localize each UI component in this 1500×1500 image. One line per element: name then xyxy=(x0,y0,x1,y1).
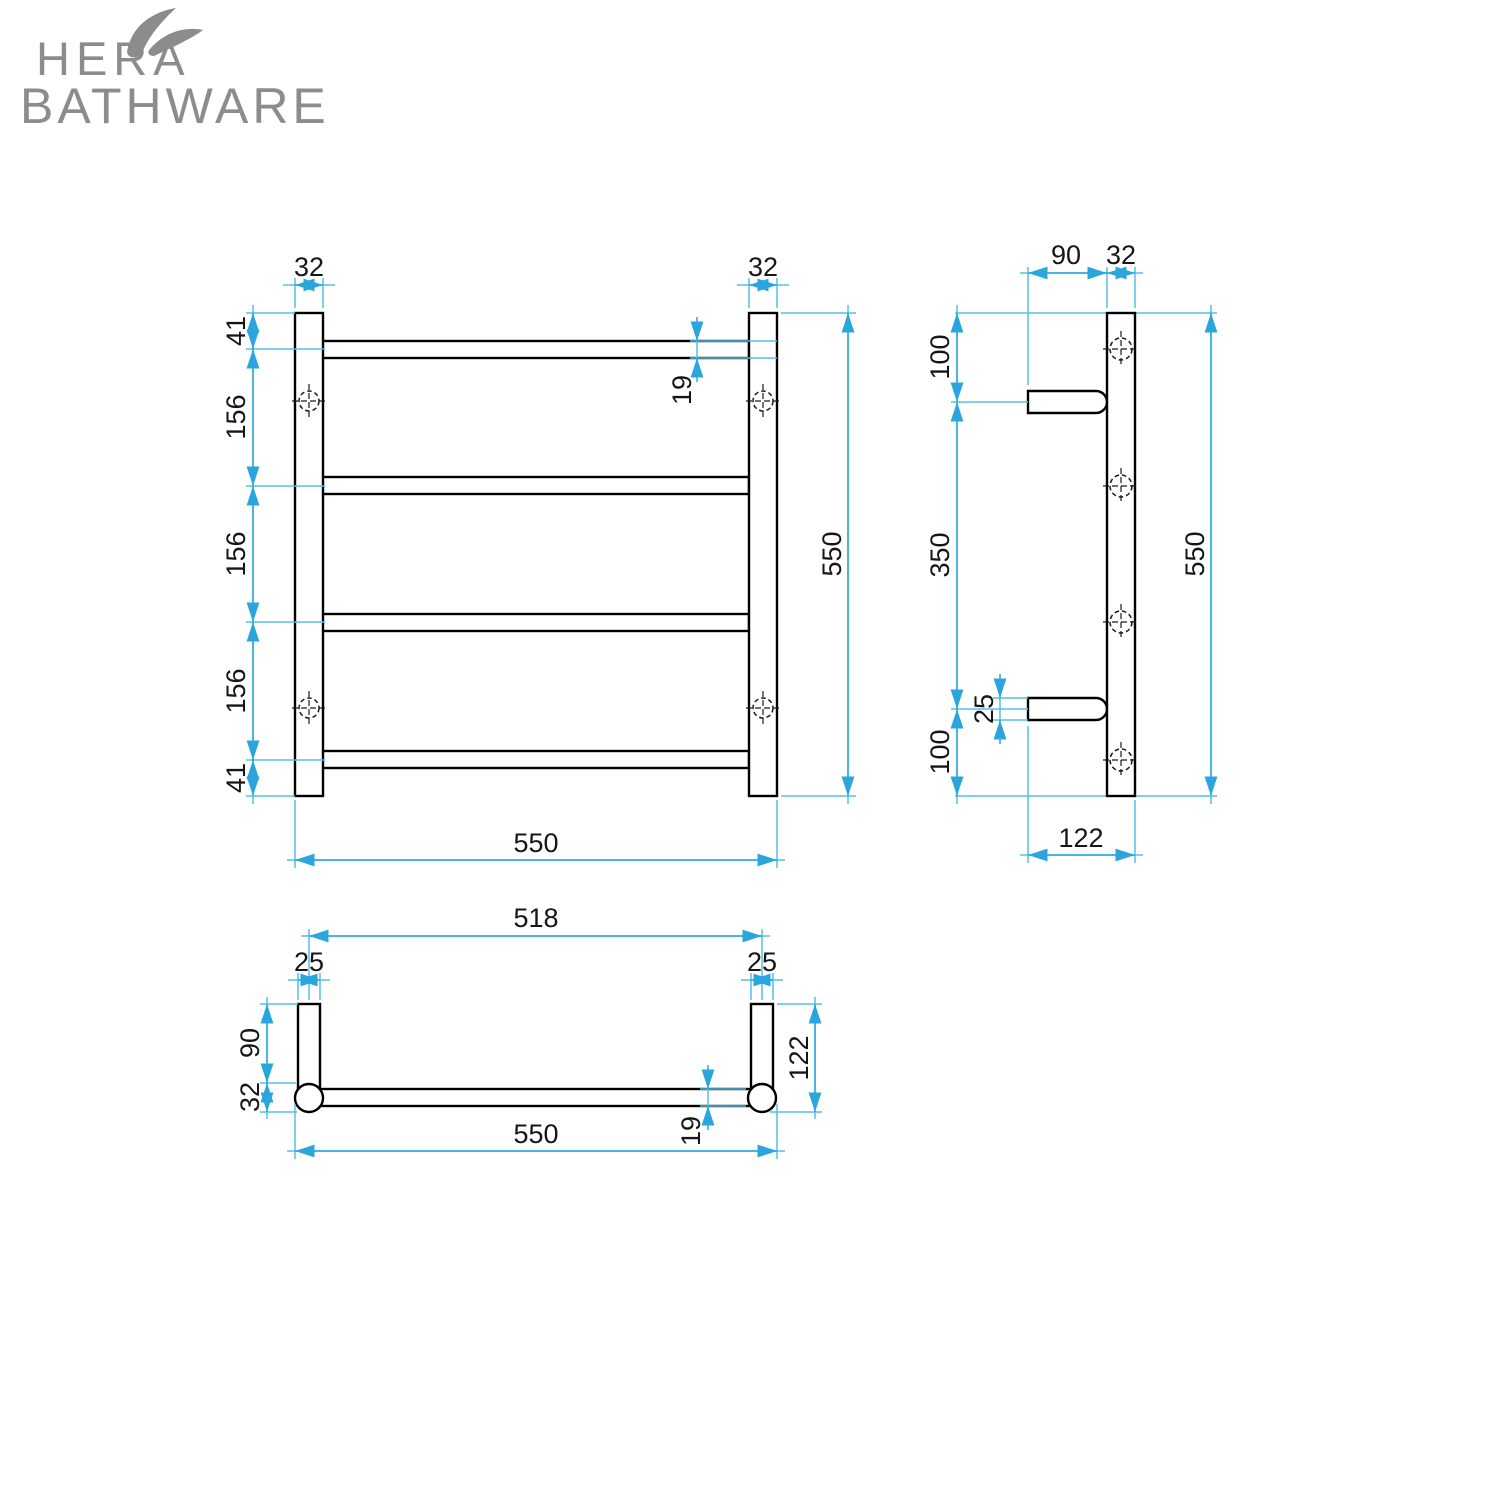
left-arm-top-view xyxy=(296,1002,322,1094)
left-post-section xyxy=(293,1082,325,1114)
dim-label-side-100-top: 100 xyxy=(925,334,955,379)
bar-hole-icon xyxy=(1103,604,1139,640)
dim-label-arm-width-right: 25 xyxy=(747,947,777,977)
brand-logo: HERA BATHWARE xyxy=(20,8,330,134)
top-view-dimensions: 518 25 25 90 32 122 19 xyxy=(235,903,822,1159)
dim-label-post-width-left: 32 xyxy=(294,252,324,282)
front-view: 32 32 19 41 156 156 156 41 550 xyxy=(221,252,856,868)
dim-label-top-overall-width: 550 xyxy=(513,1119,558,1149)
top-view: 518 25 25 90 32 122 19 xyxy=(235,903,822,1159)
leaf-icon xyxy=(148,28,203,56)
extension-line xyxy=(297,973,774,1000)
right-arm-top-view xyxy=(749,1002,775,1094)
rail-bar-2 xyxy=(319,475,751,496)
bar-top-view xyxy=(318,1087,754,1108)
extension-line xyxy=(690,340,777,359)
brand-name-line2: BATHWARE xyxy=(20,78,330,134)
dim-label-arm-thickness: 25 xyxy=(969,694,999,724)
brand-name-line1: HERA xyxy=(36,32,191,85)
dim-label-chain-156-2: 156 xyxy=(221,531,251,576)
side-view-dimensions: 90 32 100 350 100 25 550 122 xyxy=(925,240,1218,863)
dim-label-arm-length: 90 xyxy=(1051,240,1081,270)
dim-label-top-arm-length: 90 xyxy=(235,1028,265,1058)
dim-label-overall-height: 550 xyxy=(817,531,847,576)
dim-label-top-bar-thickness: 19 xyxy=(676,1116,706,1146)
front-view-dimensions: 32 32 19 41 156 156 156 41 550 xyxy=(221,252,856,868)
dim-label-total-depth: 122 xyxy=(1058,823,1103,853)
left-post xyxy=(293,311,325,798)
post-side-profile xyxy=(1105,311,1137,798)
extension-line xyxy=(246,312,325,797)
dim-label-chain-156-3: 156 xyxy=(221,668,251,713)
bar-hole-icon xyxy=(1103,742,1139,778)
bar-hole-icon xyxy=(1103,331,1139,367)
rail-bar-1 xyxy=(319,339,751,360)
dim-label-arm-width-left: 25 xyxy=(294,947,324,977)
extension-line xyxy=(951,401,1028,710)
dim-label-bar-thickness: 19 xyxy=(667,375,697,405)
bracket-arm-bottom xyxy=(1026,696,1109,722)
rail-bar-3 xyxy=(319,612,751,633)
mounting-hole-icon xyxy=(746,384,780,418)
dim-label-post-diameter: 32 xyxy=(235,1082,265,1112)
dim-label-chain-41-bottom: 41 xyxy=(221,763,251,793)
right-post-section xyxy=(746,1082,778,1114)
dim-label-side-overall-height: 550 xyxy=(1180,531,1210,576)
dim-label-post-width-right: 32 xyxy=(748,252,778,282)
bar-hole-icon xyxy=(1103,468,1139,504)
mounting-hole-icon xyxy=(292,691,326,725)
rail-bar-4 xyxy=(319,749,751,770)
extension-line xyxy=(294,278,778,308)
dim-label-top-total-depth: 122 xyxy=(784,1035,814,1080)
mounting-hole-icon xyxy=(746,691,780,725)
extension-line xyxy=(1027,726,1136,863)
dim-label-overall-width: 550 xyxy=(513,828,558,858)
dim-label-post-depth: 32 xyxy=(1106,240,1136,270)
mounting-hole-icon xyxy=(292,384,326,418)
dim-label-side-100-bottom: 100 xyxy=(925,729,955,774)
dim-label-chain-156-1: 156 xyxy=(221,394,251,439)
side-view: 90 32 100 350 100 25 550 122 xyxy=(925,240,1218,863)
dim-label-side-350: 350 xyxy=(925,532,955,577)
dim-label-centres-width: 518 xyxy=(513,903,558,933)
leaf-icon xyxy=(127,8,176,58)
dim-label-chain-41-top: 41 xyxy=(221,316,251,346)
bracket-arm-top xyxy=(1026,389,1109,415)
extension-line xyxy=(955,312,1217,797)
